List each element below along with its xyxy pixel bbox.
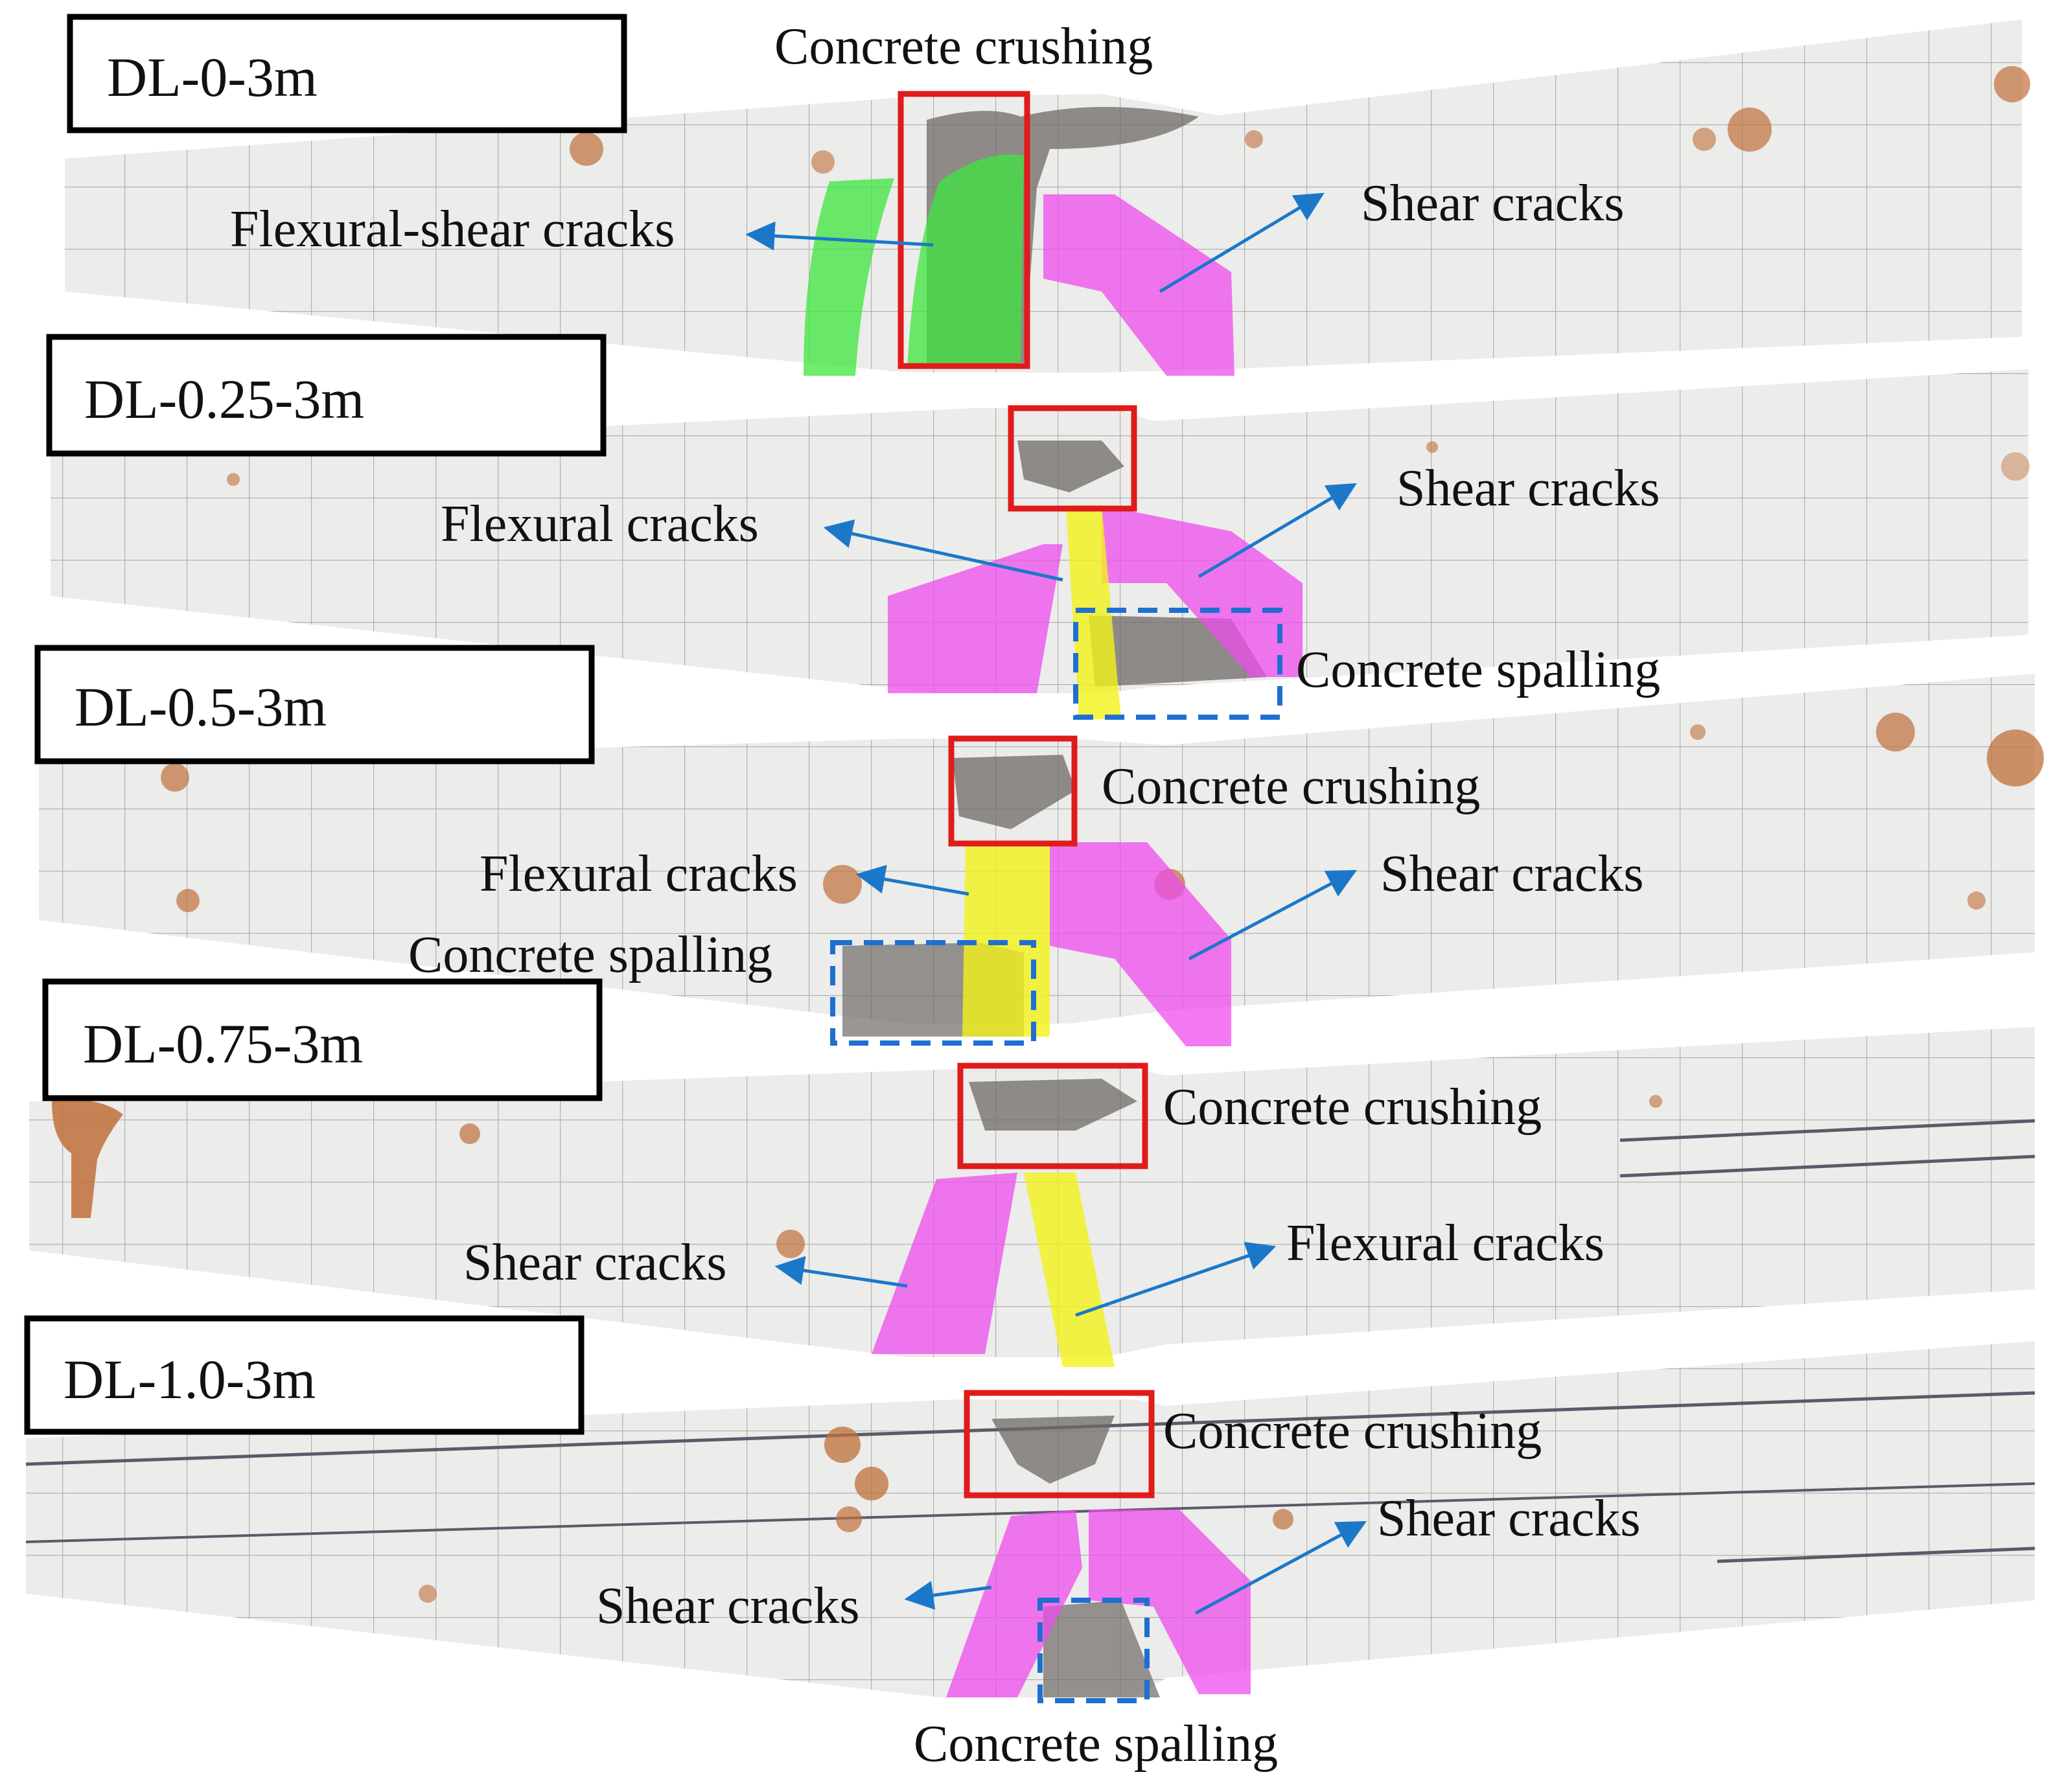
shear-highlight bbox=[1043, 194, 1234, 376]
reinforcement-line bbox=[1619, 1154, 2035, 1178]
concrete-crushing-box bbox=[1008, 405, 1137, 512]
annotation-flexural-cracks: Flexural cracks bbox=[1286, 1215, 1604, 1272]
annotation-shear-cracks: Shear cracks bbox=[1396, 460, 1660, 517]
specimen-beam-1: DL-0-3m Concrete crushing Flexural-shear… bbox=[65, 14, 2030, 376]
annotation-flexural-shear-cracks: Flexural-shear cracks bbox=[230, 201, 675, 258]
annotation-arrow bbox=[1075, 1241, 1277, 1317]
specimen-beam-5: DL-1.0-3m Concrete crushing Shear cracks… bbox=[24, 1315, 2035, 1773]
crushed-zone bbox=[969, 1079, 1137, 1131]
concrete-spalling-box bbox=[1037, 1598, 1150, 1703]
annotation-flexural-cracks: Flexural cracks bbox=[480, 845, 798, 902]
rust-stain bbox=[836, 1506, 862, 1532]
rust-stain bbox=[161, 763, 189, 792]
flexural-highlight bbox=[962, 842, 1050, 1037]
rust-stain bbox=[459, 1123, 480, 1144]
rust-stain bbox=[1994, 66, 2030, 102]
specimen-label: DL-0.25-3m bbox=[84, 368, 364, 430]
rust-stain bbox=[1876, 713, 1915, 752]
rust-stain bbox=[419, 1585, 437, 1603]
rust-stain bbox=[227, 473, 240, 486]
annotation-concrete-crushing: Concrete crushing bbox=[1163, 1403, 1542, 1460]
specimen-label-box bbox=[42, 978, 603, 1101]
crushed-zone bbox=[1017, 441, 1124, 492]
concrete-spalling-box bbox=[1073, 608, 1282, 720]
rust-stain bbox=[1426, 441, 1438, 453]
rust-stain bbox=[1728, 108, 1772, 152]
rust-stain bbox=[1690, 724, 1706, 740]
annotation-shear-cracks: Shear cracks bbox=[463, 1234, 726, 1291]
shear-highlight bbox=[872, 1173, 1017, 1354]
concrete-crushing-box bbox=[948, 735, 1078, 847]
shear-highlight bbox=[888, 544, 1063, 693]
annotation-shear-cracks: Shear cracks bbox=[1380, 845, 1643, 902]
specimen-label: DL-0-3m bbox=[107, 46, 318, 108]
concrete-spalling-box bbox=[830, 940, 1036, 1046]
annotation-shear-cracks: Shear cracks bbox=[596, 1578, 859, 1635]
rust-stain bbox=[824, 1427, 861, 1463]
specimen-beam-4: DL-0.75-3m Concrete crushing Shear crack… bbox=[29, 978, 2035, 1367]
annotation-concrete-spalling: Concrete spalling bbox=[408, 926, 772, 983]
annotation-arrow bbox=[1159, 192, 1325, 293]
annotation-concrete-spalling: Concrete spalling bbox=[1296, 641, 1660, 698]
annotation-arrow bbox=[1188, 869, 1357, 961]
annotation-arrow bbox=[855, 864, 969, 896]
reinforcement-line bbox=[1717, 1546, 2035, 1563]
specimen-beam-3: DL-0.5-3m Concrete crushing Flexural cra… bbox=[34, 645, 2044, 1046]
crushed-zone bbox=[953, 755, 1076, 829]
rust-stain bbox=[855, 1467, 888, 1500]
specimen-label: DL-1.0-3m bbox=[64, 1348, 316, 1410]
rust-stain bbox=[1967, 891, 1986, 910]
concrete-crushing-box bbox=[898, 91, 1030, 369]
spalled-zone bbox=[1043, 1600, 1160, 1697]
annotation-concrete-spalling: Concrete spalling bbox=[914, 1716, 1278, 1773]
flexural-shear-highlight bbox=[804, 178, 894, 376]
specimen-label: DL-0.75-3m bbox=[83, 1013, 363, 1075]
specimen-label-box bbox=[67, 14, 627, 133]
rust-stain bbox=[176, 889, 200, 912]
rust-stain bbox=[1987, 729, 2044, 787]
annotation-concrete-crushing: Concrete crushing bbox=[1102, 758, 1480, 815]
specimen-beam-2: DL-0.25-3m Flexural cracks Shear cracks … bbox=[46, 334, 2030, 720]
rust-stain bbox=[823, 865, 862, 904]
flexural-highlight bbox=[1024, 1173, 1115, 1367]
annotation-flexural-cracks: Flexural cracks bbox=[441, 496, 759, 553]
rust-stain bbox=[776, 1230, 805, 1258]
shear-highlight bbox=[1102, 505, 1303, 677]
reinforcement-line bbox=[25, 1482, 2035, 1543]
specimen-label: DL-0.5-3m bbox=[75, 676, 327, 738]
concrete-crushing-box bbox=[957, 1063, 1148, 1169]
rust-stain bbox=[1693, 128, 1716, 151]
annotation-shear-cracks: Shear cracks bbox=[1361, 175, 1624, 232]
rust-stain bbox=[2001, 452, 2030, 481]
annotation-arrow bbox=[774, 1256, 908, 1288]
specimen-label-box bbox=[24, 1315, 585, 1435]
rust-stain bbox=[52, 1099, 123, 1218]
shear-highlight bbox=[946, 1510, 1082, 1697]
flexural-shear-highlight bbox=[907, 154, 1024, 369]
shear-highlight bbox=[1050, 842, 1231, 1046]
rust-stain bbox=[570, 132, 603, 166]
reinforcement-line bbox=[1619, 1119, 2035, 1142]
rust-stain bbox=[1649, 1095, 1662, 1108]
concrete-crushing-box bbox=[964, 1390, 1155, 1499]
annotation-arrow bbox=[1198, 483, 1357, 579]
shear-highlight bbox=[1089, 1510, 1251, 1694]
crushed-zone bbox=[991, 1416, 1115, 1484]
specimen-label-box bbox=[34, 645, 595, 764]
annotation-arrow bbox=[745, 221, 934, 251]
rust-stain bbox=[1273, 1509, 1293, 1530]
annotation-arrow bbox=[1194, 1521, 1367, 1615]
rust-stain bbox=[1245, 130, 1263, 148]
annotation-concrete-crushing: Concrete crushing bbox=[774, 18, 1153, 75]
rust-stain bbox=[811, 150, 835, 174]
specimen-label-box bbox=[46, 334, 607, 457]
annotation-shear-cracks: Shear cracks bbox=[1377, 1490, 1640, 1547]
annotation-arrow bbox=[823, 519, 1063, 582]
annotation-concrete-crushing: Concrete crushing bbox=[1163, 1079, 1542, 1136]
annotation-arrow bbox=[904, 1581, 992, 1610]
